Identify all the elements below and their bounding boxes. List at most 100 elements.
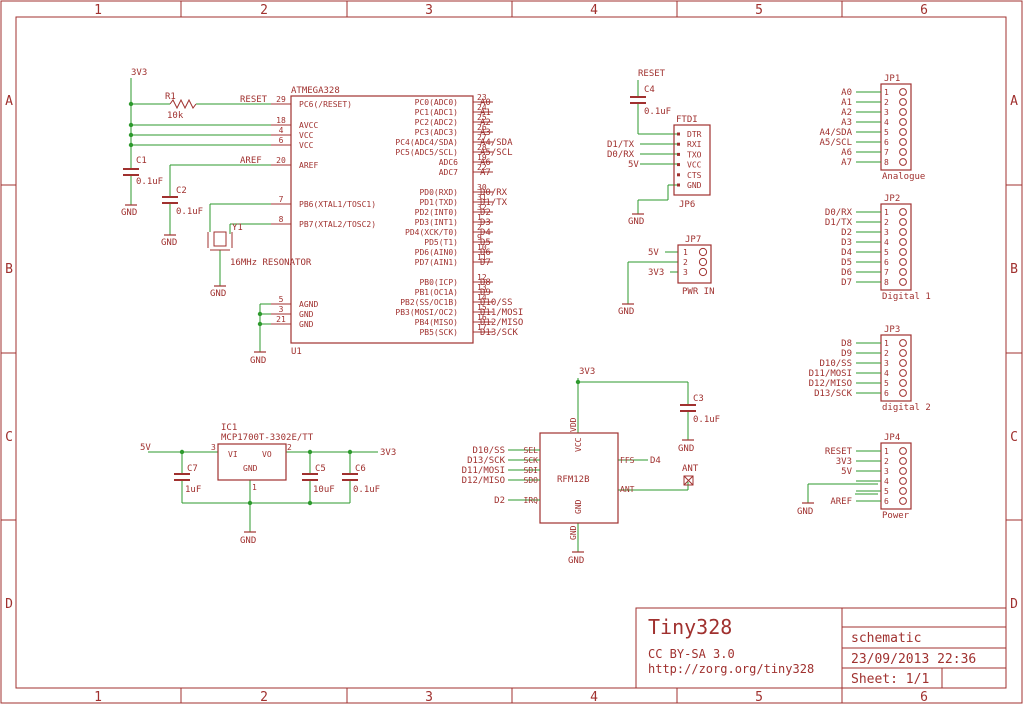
rfm-ant-pin: ANT: [620, 485, 635, 494]
header-pin-pad: [899, 258, 907, 266]
rfm-gnd-pin: GND: [569, 525, 578, 540]
row-label-right: A: [1010, 94, 1018, 109]
col-label-bottom: 4: [590, 690, 598, 705]
header-pin-number: 5: [884, 379, 889, 388]
c3-name: C3: [693, 394, 704, 404]
col-label-bottom: 5: [755, 690, 763, 705]
c2-name: C2: [176, 186, 187, 196]
row-label-left: A: [5, 94, 13, 109]
u1-part: ATMEGA328: [291, 86, 340, 96]
ic1-vo: VO: [262, 450, 272, 459]
c4-value: 0.1uF: [644, 107, 671, 117]
header-pin-number: 3: [884, 467, 889, 476]
u1-pin-name: PD3(INT1): [415, 218, 458, 227]
rfm-left-pins: SELD10/SSSCKD13/SCKSDID11/MOSISDOD12/MIS…: [462, 446, 540, 506]
ic1-pin-out: 2: [287, 443, 292, 452]
header-pin-number: 4: [884, 369, 889, 378]
u1-pin-number: 21: [276, 315, 286, 324]
header-pin-pad: [899, 128, 907, 136]
u1-right-pins: PC0(ADC0)23A0PC1(ADC1)24A1PC2(ADC2)25A2P…: [395, 93, 523, 338]
y1-value: 16MHz RESONATOR: [230, 258, 312, 268]
c2-value: 0.1uF: [176, 207, 203, 217]
ic1-part: MCP1700T-3302E/TT: [221, 433, 314, 443]
col-label-top: 3: [425, 3, 433, 18]
u1-net-label: AREF: [240, 156, 262, 166]
header-pin-number: 6: [884, 497, 889, 506]
header-net-label: A3: [841, 118, 852, 128]
header-pin-pad: [899, 457, 907, 465]
header-jp1: JP1Analogue1A02A13A24A35A4/SDA6A5/SCL7A6…: [819, 74, 925, 182]
header-pin-number: 6: [884, 138, 889, 147]
sheet-number: Sheet: 1/1: [851, 672, 929, 687]
header-pin-number: 3: [884, 108, 889, 117]
u1-right-net: D4: [480, 228, 491, 238]
header-net-label: A6: [841, 148, 852, 158]
ftdi-title: FTDI: [676, 115, 698, 125]
header-pin-pad: [899, 497, 907, 505]
header-net-label: D12/MISO: [809, 379, 852, 389]
u1-atmega328: ATMEGA328 U1 29PC6(/RESET)RESET18AVCC4VC…: [240, 86, 523, 357]
header-pin-number: 1: [884, 88, 889, 97]
ftdi-pin-marker: [677, 163, 680, 167]
jp7-pin-pad: [698, 247, 708, 257]
header-pin-pad: [899, 98, 907, 106]
header-net-label: RESET: [825, 447, 853, 457]
u1-left-pins: 29PC6(/RESET)RESET18AVCC4VCC6VCC20AREFAR…: [240, 95, 376, 329]
header-pin-number: 2: [884, 349, 889, 358]
ftdi-pin-name: CTS: [687, 171, 702, 180]
header-pin-number: 6: [884, 389, 889, 398]
c1-name: C1: [136, 156, 147, 166]
u1-right-net: D3: [480, 218, 491, 228]
title-block: Tiny328 CC BY-SA 3.0 http://zorg.org/tin…: [635, 607, 1007, 689]
header-label: digital 2: [882, 403, 931, 413]
ftdi-pin-marker: [677, 132, 680, 136]
header-pin-pad: [899, 339, 907, 347]
header-pin-pad: [899, 379, 907, 387]
gnd-label: GND: [161, 238, 177, 248]
col-label-top: 5: [755, 3, 763, 18]
header-pin-pad: [899, 238, 907, 246]
ftdi-pin-marker: [677, 173, 680, 177]
col-label-top: 2: [260, 3, 268, 18]
header-name: JP1: [884, 74, 900, 84]
u1-right-net: A2: [480, 118, 491, 128]
u1-right-net: D5: [480, 238, 491, 248]
u1-right-pin-number: 17: [477, 323, 487, 332]
y1-resonator-symbol: [207, 231, 233, 251]
header-net-label: A2: [841, 108, 852, 118]
rfm-net-label: D2: [494, 496, 505, 506]
header-pin-number: 7: [884, 268, 889, 277]
u1-pin-name: PD7(AIN1): [415, 258, 458, 267]
u1-right-net: D13/SCK: [480, 328, 519, 338]
u1-pin-name: PB3(MOSI/OC2): [395, 308, 458, 317]
ic1-vi: VI: [228, 450, 238, 459]
rfm-net-label: D12/MISO: [462, 476, 505, 486]
ftdi-reset-net: RESET: [638, 69, 666, 79]
rfm-net-label: D10/SS: [472, 446, 505, 456]
ic1-pin-gnd: 1: [252, 483, 257, 492]
header-pin-pad: [899, 349, 907, 357]
header-pin-number: 5: [884, 128, 889, 137]
u1-right-pin-number: 11: [477, 253, 487, 262]
c4-name: C4: [644, 85, 655, 95]
u1-right-pin-number: 10: [477, 243, 487, 252]
u1-right-net: D7: [480, 258, 491, 268]
header-pin-number: 2: [884, 98, 889, 107]
u1-right-pin-number: 30: [477, 183, 487, 192]
header-pin-pad: [899, 228, 907, 236]
u1-right-net: A7: [480, 168, 491, 178]
rfm-ffs-net: D4: [650, 456, 661, 466]
u1-right-pin-number: 24: [477, 103, 487, 112]
u1-pin-name: PC1(ADC1): [415, 108, 458, 117]
u1-right-pin-number: 25: [477, 113, 487, 122]
ftdi-pin-name: RXI: [687, 140, 702, 149]
u1-right-pin-number: 22: [477, 163, 487, 172]
u1-right-net: D2: [480, 208, 491, 218]
r1-name: R1: [165, 92, 176, 102]
c4-capacitor-symbol: [630, 96, 646, 104]
ant-label: ANT: [682, 464, 699, 474]
u1-right-pin-number: 31: [477, 193, 487, 202]
